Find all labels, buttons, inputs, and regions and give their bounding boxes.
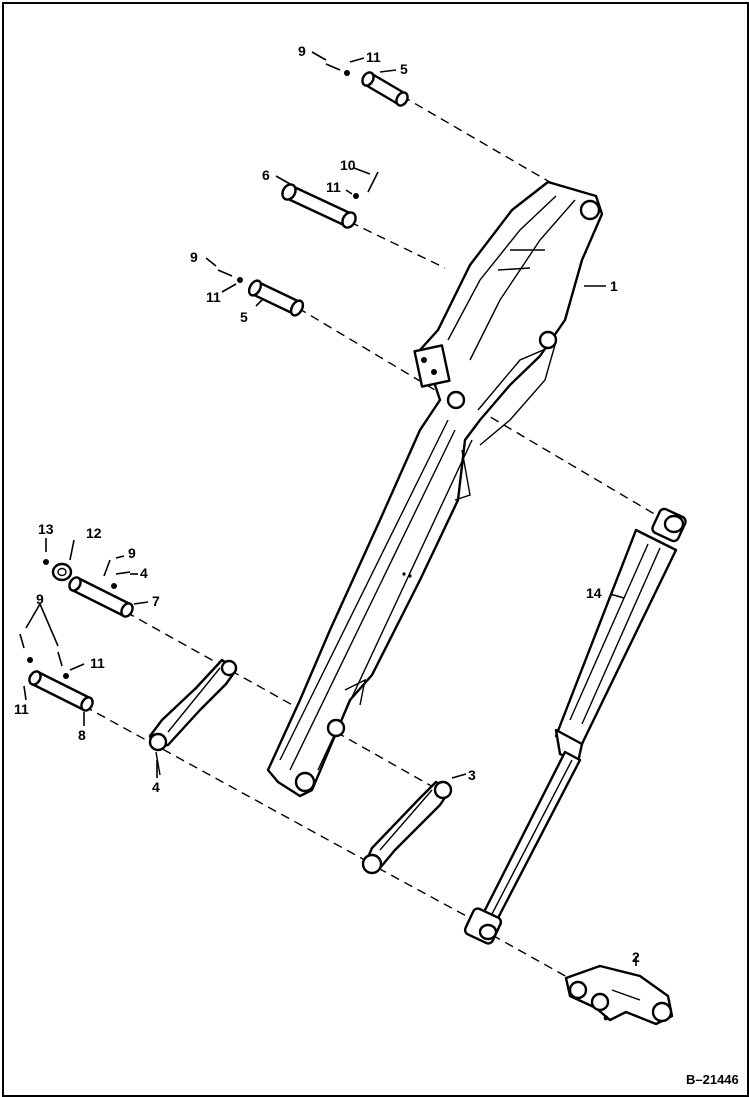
pin-part-7 xyxy=(68,576,134,618)
callout-11-upper: 11 xyxy=(326,179,341,195)
callout-4-lower: 4 xyxy=(152,779,160,795)
callout-9-middle: 9 xyxy=(190,249,198,265)
link-part-3 xyxy=(361,780,453,875)
pin-part-5-top xyxy=(361,71,409,107)
bracket-part-2 xyxy=(564,964,674,1026)
leader-lines xyxy=(23,51,637,966)
pin-part-5-middle xyxy=(247,279,305,317)
callout-14: 14 xyxy=(586,585,602,601)
boom-part-1 xyxy=(266,180,604,798)
callout-10: 10 xyxy=(340,157,356,173)
callout-7: 7 xyxy=(152,593,160,609)
callout-9-top: 9 xyxy=(298,43,306,59)
callout-11-top: 11 xyxy=(366,49,381,65)
bolts-and-fittings xyxy=(19,63,379,679)
callout-5-top: 5 xyxy=(400,61,408,77)
callout-9-right: 9 xyxy=(128,545,136,561)
callout-11-right: 11 xyxy=(90,655,105,671)
nut-part-12 xyxy=(51,562,73,582)
callout-1: 1 xyxy=(610,278,618,294)
callout-11-middle: 11 xyxy=(206,289,221,305)
callout-5-middle: 5 xyxy=(240,309,248,325)
figure-reference: B–21446 xyxy=(686,1072,739,1087)
callout-6: 6 xyxy=(262,167,270,183)
callout-9-left: 9 xyxy=(36,591,44,607)
callout-13: 13 xyxy=(38,521,54,537)
callout-2: 2 xyxy=(632,949,640,965)
callout-labels: 1 2 3 4 4 5 5 6 7 8 9 9 9 9 10 11 11 11 … xyxy=(14,43,640,965)
pin-part-8 xyxy=(28,670,94,712)
callout-8: 8 xyxy=(78,727,86,743)
callout-3: 3 xyxy=(468,767,476,783)
cylinder-part-14 xyxy=(463,507,687,945)
pin-part-6 xyxy=(281,183,357,229)
callout-12: 12 xyxy=(86,525,102,541)
callout-4-upper: 4 xyxy=(140,565,148,581)
callout-11-left: 11 xyxy=(14,701,29,717)
link-part-4 xyxy=(148,658,238,776)
